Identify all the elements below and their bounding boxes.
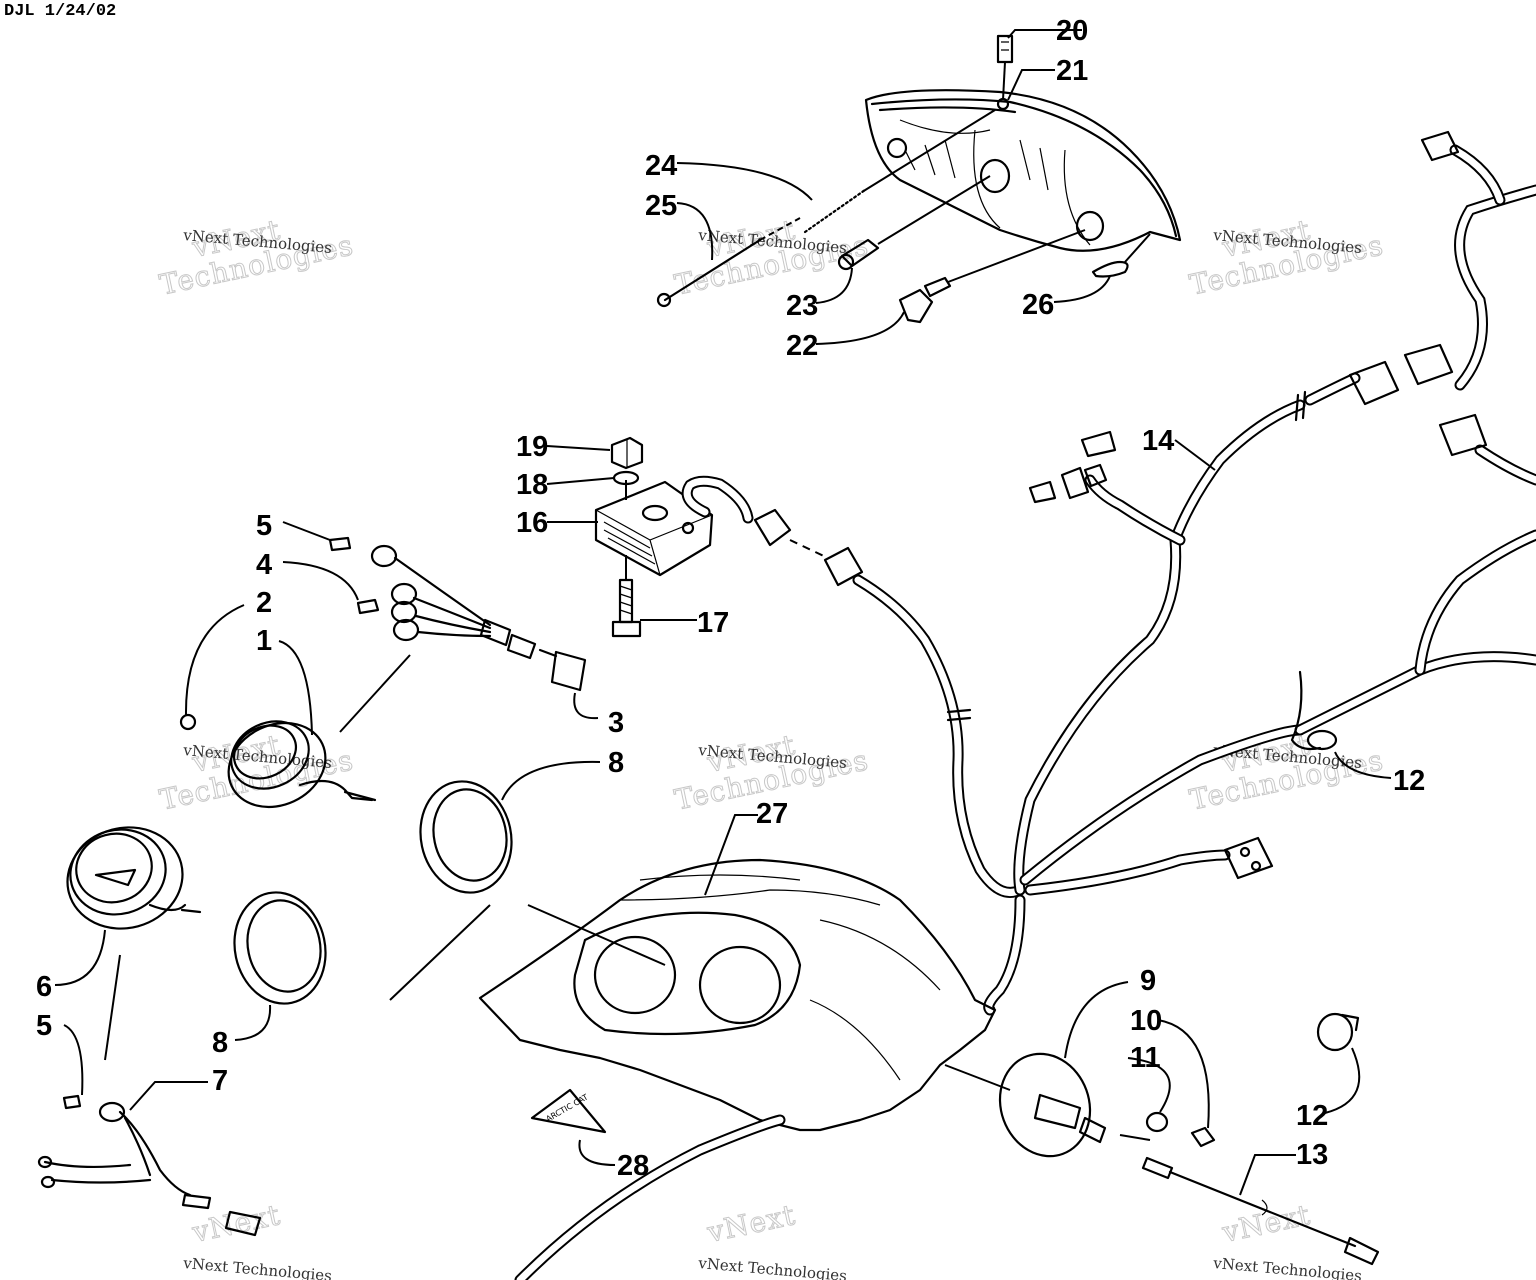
callout-12-upper: 12	[1393, 765, 1425, 797]
gauge-6	[66, 826, 202, 930]
watermark-text: vNext Technologies	[182, 1254, 333, 1280]
callout-11: 11	[1130, 1042, 1161, 1074]
callout-13: 13	[1296, 1139, 1328, 1171]
callout-2: 2	[256, 587, 272, 619]
callout-4: 4	[256, 549, 272, 581]
wire-set-7	[37, 1094, 262, 1237]
watermark-text: vNext Technologies	[697, 1254, 848, 1280]
callout-28: 28	[617, 1150, 649, 1182]
callout-22: 22	[786, 330, 818, 362]
wire-set-3	[328, 536, 587, 692]
callout-8-upper: 8	[608, 747, 624, 779]
callout-14: 14	[1142, 425, 1174, 457]
watermark-line: vNext	[704, 1198, 799, 1249]
bezel-rings	[233, 780, 513, 1005]
headlight-assembly	[656, 34, 1182, 324]
callout-9: 9	[1140, 965, 1156, 997]
main-wiring-harness	[852, 130, 1536, 1016]
dash-panel: ARCTIC CAT	[104, 858, 997, 1280]
callout-17: 17	[697, 607, 729, 639]
voltage-regulator	[594, 436, 864, 638]
arctic-cat-decal-text: ARCTIC CAT	[545, 1092, 590, 1123]
watermark-text: vNext Technologies	[1212, 1254, 1363, 1280]
callout-26: 26	[1022, 289, 1054, 321]
callout-18: 18	[516, 469, 548, 501]
gauge-1	[179, 654, 411, 809]
leader-lines	[54, 29, 1392, 1216]
callout-6: 6	[36, 971, 52, 1003]
callout-27: 27	[756, 798, 788, 830]
callout-23: 23	[786, 290, 818, 322]
callout-5-bottom: 5	[36, 1010, 52, 1042]
callout-19: 19	[516, 431, 548, 463]
speedo-drive	[944, 1012, 1380, 1266]
callout-16: 16	[516, 507, 548, 539]
callout-20: 20	[1056, 15, 1088, 47]
drawing-stamp: DJL 1/24/02	[4, 2, 117, 21]
callout-12-lower: 12	[1296, 1100, 1328, 1132]
callout-10: 10	[1130, 1005, 1162, 1037]
callout-8-lower: 8	[212, 1027, 228, 1059]
spring-24	[803, 109, 996, 234]
callout-21: 21	[1056, 55, 1088, 87]
callout-25: 25	[645, 190, 677, 222]
callout-1: 1	[256, 625, 272, 657]
callout-5-top: 5	[256, 510, 272, 542]
callout-24: 24	[645, 150, 677, 182]
watermark-line: vNext	[189, 1198, 284, 1249]
callout-3: 3	[608, 707, 624, 739]
callout-7: 7	[212, 1065, 228, 1097]
callout-labels: 20 21 24 25 23 22 26 19 18 16 17 14 5 4 …	[36, 15, 1425, 1182]
